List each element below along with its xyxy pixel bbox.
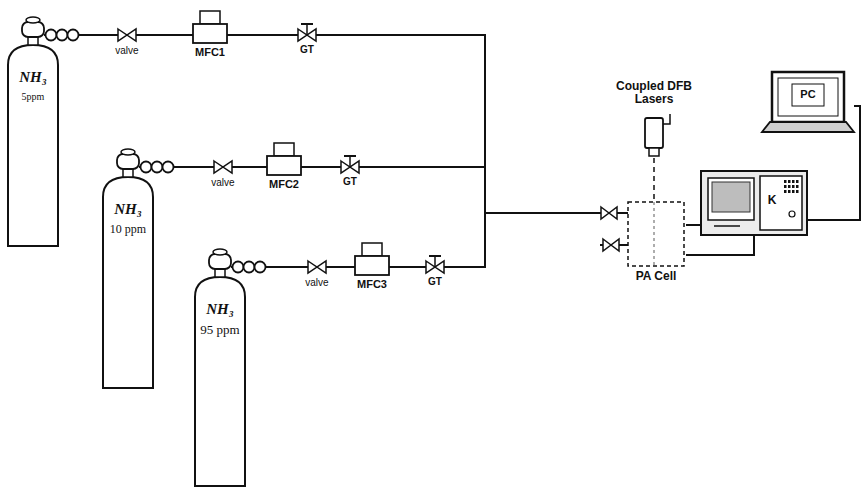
concentration-label: 5ppm: [8, 91, 58, 102]
mass-flow-controller: MFC1: [188, 11, 232, 61]
lock-in-instrument: K: [700, 170, 808, 236]
gas-cylinder-outline: [100, 145, 200, 390]
gas-line: [686, 224, 700, 226]
gas-line: [306, 166, 335, 168]
node-label: PA Cell: [618, 270, 694, 283]
gas-line: [394, 266, 420, 268]
node-label: NH₃: [8, 69, 58, 86]
gas-line: [322, 35, 596, 213]
laptop-pc: PC: [762, 70, 854, 134]
gas-line: [105, 34, 110, 36]
gas-cylinder-outline: [192, 245, 292, 488]
node-label: MFC1: [188, 46, 232, 58]
dfb-laser: Coupled DFB Lasers: [604, 80, 704, 158]
gas-line: [334, 266, 350, 268]
valve-symbol: valve: [300, 259, 334, 291]
mass-flow-controller: MFC2: [262, 143, 306, 193]
gas-tap: GT: [292, 21, 322, 59]
gas-line: [365, 167, 596, 213]
gas-tap: GT: [420, 253, 450, 291]
node-label: valve: [206, 177, 240, 188]
photoacoustic-cell: PA Cell: [596, 198, 686, 288]
gas-line: [450, 213, 596, 267]
gas-cylinder: NH₃ 95 ppm: [192, 245, 292, 488]
laser-beam: [653, 158, 655, 202]
valve-symbol: valve: [206, 159, 240, 191]
gas-line: [240, 166, 262, 168]
node-label: MFC3: [350, 278, 394, 290]
gas-cylinder: NH₃ 10 ppm: [100, 145, 200, 390]
node-label: GT: [335, 176, 365, 187]
mass-flow-controller: MFC3: [350, 243, 394, 293]
gas-line: [292, 266, 300, 268]
node-label: valve: [300, 277, 334, 288]
gas-line: [200, 166, 206, 168]
gas-line: [232, 34, 292, 36]
gas-cylinder: NH₃ 5ppm: [5, 13, 105, 248]
gas-line: [144, 34, 188, 36]
node-label: NH₃: [103, 201, 153, 218]
laptop-pc-outline: [762, 70, 854, 134]
lock-in-instrument-outline: [700, 170, 808, 236]
node-label: GT: [292, 44, 322, 55]
node-label: Coupled DFB Lasers: [604, 80, 704, 106]
node-label: valve: [110, 45, 144, 56]
node-label: K: [762, 194, 782, 207]
concentration-label: 95 ppm: [195, 323, 245, 337]
node-label: GT: [420, 276, 450, 287]
node-label: PC: [792, 88, 824, 100]
node-label: NH₃: [195, 301, 245, 318]
gas-tap: GT: [335, 153, 365, 191]
valve-symbol: valve: [110, 27, 144, 59]
node-label: MFC2: [262, 178, 306, 190]
concentration-label: 10 ppm: [103, 223, 153, 236]
gas-line: [686, 236, 754, 255]
gas-cylinder-outline: [5, 13, 105, 248]
